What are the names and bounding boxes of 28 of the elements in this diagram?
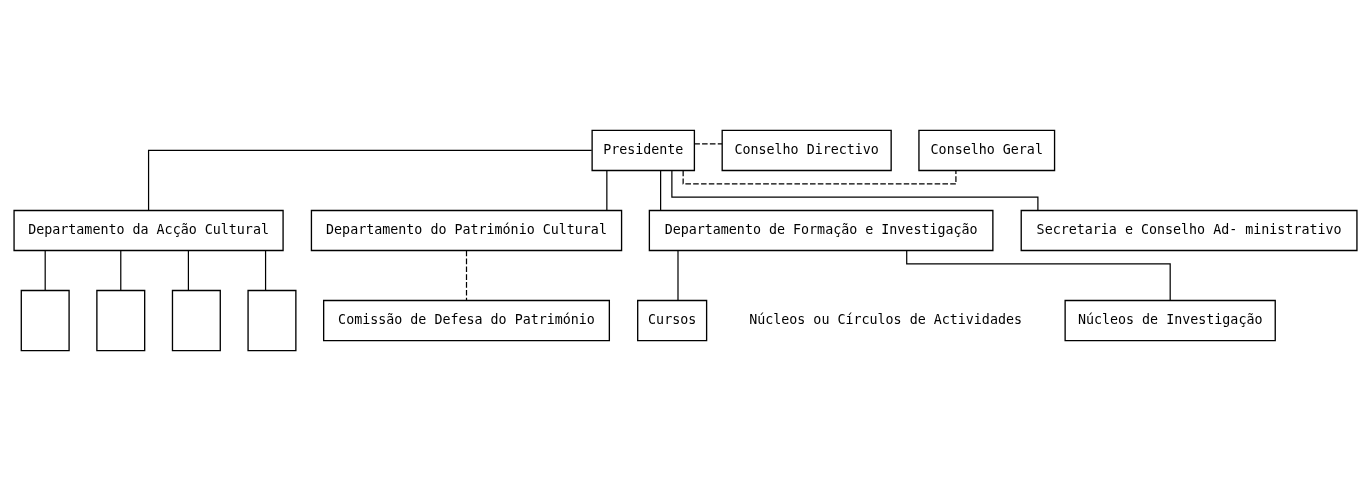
node-box: Cursos (636, 299, 707, 341)
node-box: Núcleos de Investigação (1063, 299, 1276, 341)
node-box (171, 289, 221, 351)
connector (905, 249, 1171, 301)
node-box: Comissão de Defesa do Património (322, 299, 610, 341)
node-box: Presidente (590, 129, 695, 171)
node-box: Conselho Directivo (721, 129, 892, 171)
node-box: Secretaria e Conselho Ad- ministrativo (1020, 209, 1358, 251)
node-box (20, 289, 70, 351)
label: Núcleos ou Círculos de Actividades (748, 311, 1022, 327)
connector (682, 169, 956, 184)
connector (147, 149, 592, 211)
connector (44, 249, 46, 291)
connector (676, 249, 679, 301)
connector (187, 249, 189, 291)
connector (693, 142, 723, 144)
node-box (246, 289, 297, 351)
connector (465, 249, 467, 301)
node-box (95, 289, 145, 351)
connector (659, 169, 661, 211)
node-box: Conselho Geral (917, 129, 1055, 171)
node-box: Departamento de Formação e Investigação (648, 209, 994, 251)
connector (264, 249, 266, 291)
connector (605, 169, 607, 211)
connector (670, 169, 1038, 211)
node-box: Departamento do Património Cultural (310, 209, 622, 251)
node-box: Departamento da Acção Cultural (12, 209, 284, 251)
connector (119, 249, 121, 291)
